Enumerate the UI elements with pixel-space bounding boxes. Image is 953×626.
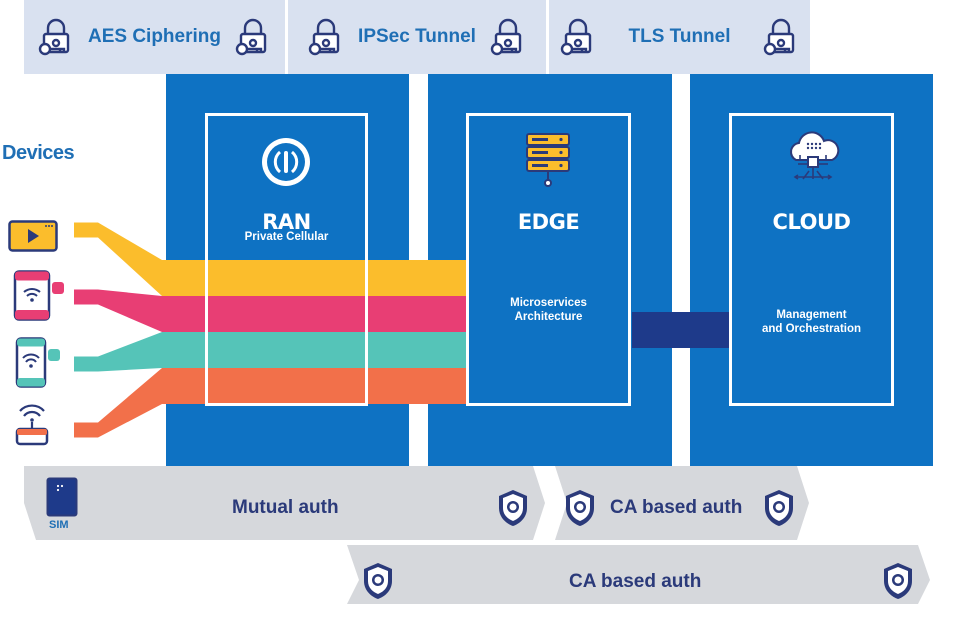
shield-icon [566,490,594,526]
edge-subtitle-line2: Architecture [514,311,583,323]
padlock-icon [490,18,522,56]
tablet-wifi-icon [13,270,64,321]
padlock-icon [763,18,794,56]
cloud-subtitle-line2: and Orchestration [761,323,862,335]
padlock-icon [235,18,267,56]
shield-icon [499,490,527,526]
sim-card-icon [46,477,78,517]
ran-subtitle: Private Cellular [244,231,329,243]
ran-signal-icon [262,138,310,186]
sim-label: SIM [49,519,69,531]
flow-teal [74,332,466,372]
edge-box: EDGE Microservices Architecture [466,113,631,406]
video-player-icon [8,220,58,252]
cloud-subtitle-line1: Management [776,309,847,321]
flow-orange [74,368,466,438]
shield-icon [765,490,793,526]
padlock-icon [561,18,592,56]
column-gap [409,404,428,466]
mutual-auth-label: Mutual auth [232,497,339,518]
shield-icon [364,563,392,599]
tunnel-tls: TLS Tunnel [549,0,810,74]
tunnel-label: TLS Tunnel [628,26,731,47]
ca-auth-lower-band [347,545,930,604]
server-stack-icon [526,133,570,187]
cloud-network-icon [790,131,840,180]
ca-auth-lower-label: CA based auth [569,571,702,592]
column-gap [409,74,428,260]
cloud-title: CLOUD [772,210,851,234]
tunnel-label: IPSec Tunnel [358,26,476,47]
ran-box: RAN Private Cellular [205,113,368,406]
mutual-auth-band [24,466,545,540]
ca-auth-upper-label: CA based auth [610,497,743,518]
ca-auth-upper-band [555,466,809,540]
ran-title: RAN [262,210,311,234]
edge-subtitle-line1: Microservices [510,297,587,309]
edge-cloud-link [632,312,730,348]
wireless-router-icon [15,404,49,446]
tunnel-ipsec: IPSec Tunnel [288,0,546,74]
shield-icon [884,563,912,599]
flow-yellow [74,222,466,296]
edge-title: EDGE [517,210,580,234]
devices-heading: Devices [2,142,75,164]
tunnel-label: AES Ciphering [87,26,221,47]
cloud-box: CLOUD Management and Orchestration [729,113,894,406]
padlock-icon [308,18,340,56]
flow-pink [74,289,466,332]
tunnel-aes: AES Ciphering [24,0,285,74]
padlock-icon [38,18,70,56]
phone-wifi-icon [15,337,60,388]
